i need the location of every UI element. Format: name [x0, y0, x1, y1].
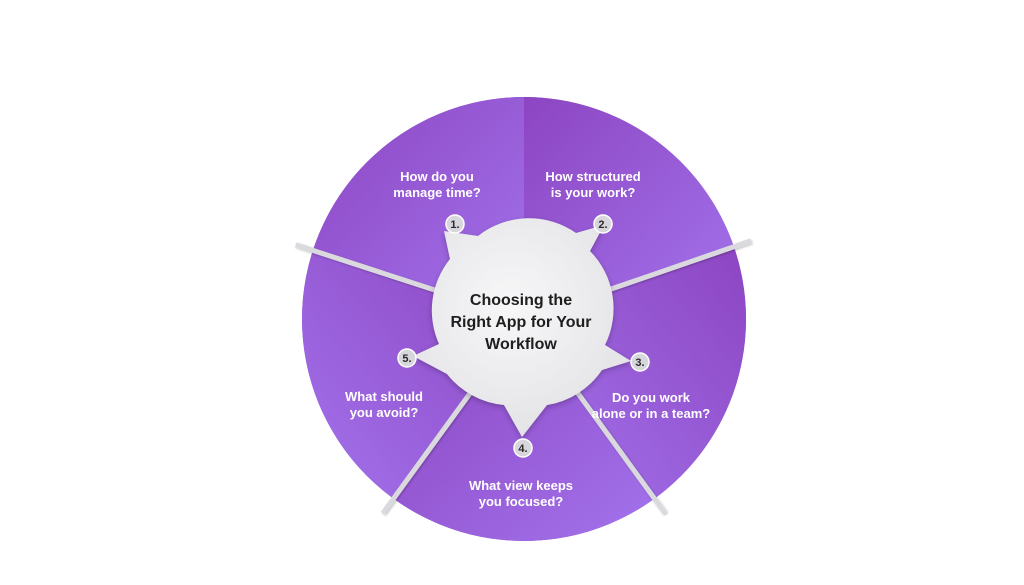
dividers-layer: [294, 79, 752, 515]
number-badge-label: 2.: [598, 219, 607, 231]
number-badge-circle: [630, 352, 650, 372]
number-badge-2: 2.: [593, 214, 613, 234]
number-badge-label: 1.: [450, 219, 459, 231]
number-badge-4: 4.: [513, 438, 533, 458]
number-badge-label: 5.: [402, 353, 411, 365]
segment-label-line: How structured: [545, 169, 640, 184]
center-title-line-2: Right App for Your: [450, 314, 591, 331]
divider-line-4: [380, 374, 485, 515]
segment-label-line: How do you: [400, 169, 474, 184]
number-badge-label: 4.: [518, 443, 527, 455]
hub-shape: [413, 218, 631, 437]
divider-line-5: [294, 242, 459, 300]
segment-label-line: manage time?: [393, 185, 480, 200]
number-badge-circle: [445, 214, 465, 234]
center-hub: [413, 218, 631, 437]
number-badge-circle: [593, 214, 613, 234]
segment-label-line: What should: [345, 389, 423, 404]
number-badge-1: 1.: [445, 214, 465, 234]
number-badges: 1. 2. 3. 4. 5.: [397, 214, 650, 458]
number-badge-circle: [397, 348, 417, 368]
divider-line-3: [563, 374, 668, 515]
segment-label-line: What view keeps: [469, 478, 573, 493]
number-badge-3: 3.: [630, 352, 650, 372]
center-title-line-3: Workflow: [485, 336, 557, 353]
center-title: Choosing the Right App for Your Workflow: [450, 292, 591, 353]
divider-line-2: [589, 238, 752, 299]
segment-label-line: you focused?: [479, 494, 564, 509]
segment-label-line: Do you work: [612, 390, 691, 405]
number-badge-5: 5.: [397, 348, 417, 368]
number-badge-circle: [513, 438, 533, 458]
segment-label-line: is your work?: [551, 185, 636, 200]
center-title-line-1: Choosing the: [470, 292, 572, 309]
segment-label-line: alone or in a team?: [592, 406, 711, 421]
segment-label-line: you avoid?: [350, 405, 419, 420]
number-badge-label: 3.: [635, 357, 644, 369]
